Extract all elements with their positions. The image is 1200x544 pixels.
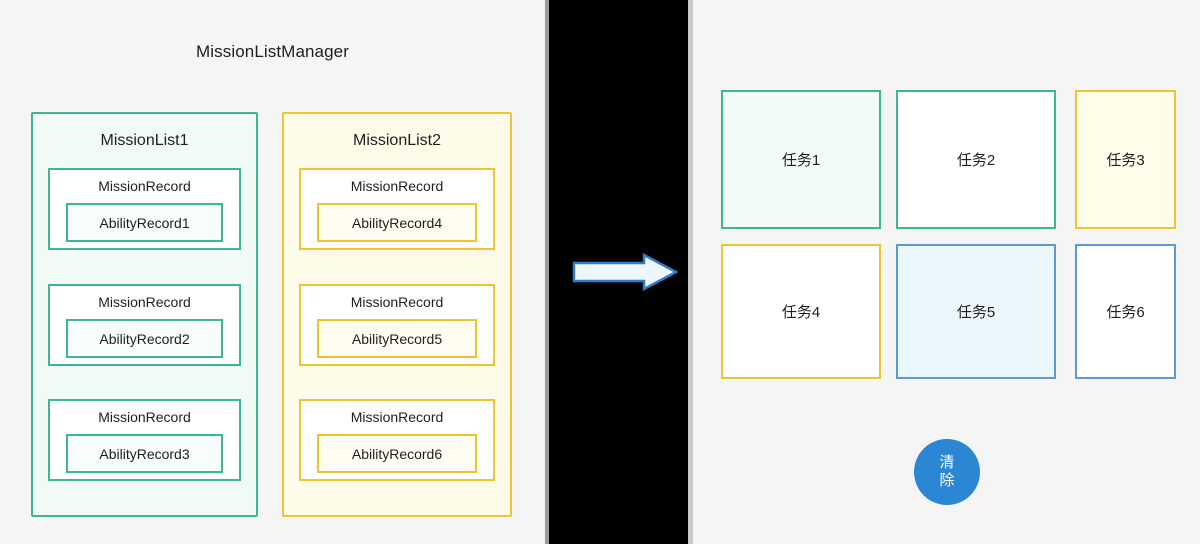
- mission-record-label: MissionRecord: [98, 178, 191, 194]
- mission-list-2-panel: MissionList2 MissionRecord AbilityRecord…: [282, 112, 512, 517]
- mission-list-manager-diagram: MissionListManager MissionList1 MissionR…: [0, 0, 545, 544]
- ability-record: AbilityRecord6: [317, 434, 477, 473]
- mission-record: MissionRecord AbilityRecord2: [48, 284, 241, 366]
- task-card[interactable]: 任务6: [1075, 244, 1176, 379]
- ability-record: AbilityRecord1: [66, 203, 223, 242]
- mission-record-label: MissionRecord: [98, 294, 191, 310]
- page-title: MissionListManager: [196, 42, 349, 61]
- task-card[interactable]: 任务2: [896, 90, 1056, 229]
- ability-record: AbilityRecord5: [317, 319, 477, 358]
- mission-record: MissionRecord AbilityRecord3: [48, 399, 241, 481]
- task-grid-pane: 任务1 任务2 任务3 任务4 任务5 任务6 清 除: [693, 0, 1200, 544]
- mission-record-label: MissionRecord: [350, 409, 444, 425]
- mission-record-label: MissionRecord: [350, 294, 444, 310]
- mission-record: MissionRecord AbilityRecord5: [299, 284, 495, 366]
- clear-button-line-1: 清: [939, 454, 955, 471]
- task-card[interactable]: 任务5: [896, 244, 1056, 379]
- task-card[interactable]: 任务3: [1075, 90, 1176, 229]
- clear-button[interactable]: 清 除: [914, 439, 980, 505]
- mission-list-1-panel: MissionList1 MissionRecord AbilityRecord…: [31, 112, 258, 517]
- mission-record-label: MissionRecord: [350, 178, 444, 194]
- mission-list-2-title: MissionList2: [352, 132, 442, 149]
- mission-record: MissionRecord AbilityRecord6: [299, 399, 495, 481]
- mission-record: MissionRecord AbilityRecord4: [299, 168, 495, 250]
- connector-panel: [545, 0, 693, 544]
- mission-record-label: MissionRecord: [98, 409, 191, 425]
- right-arrow-icon: [572, 252, 679, 292]
- mission-list-1-title: MissionList1: [100, 132, 189, 149]
- ability-record: AbilityRecord3: [66, 434, 223, 473]
- mission-record: MissionRecord AbilityRecord1: [48, 168, 241, 250]
- task-card[interactable]: 任务1: [721, 90, 881, 229]
- task-card[interactable]: 任务4: [721, 244, 881, 379]
- ability-record: AbilityRecord2: [66, 319, 223, 358]
- clear-button-line-2: 除: [939, 472, 955, 489]
- ability-record: AbilityRecord4: [317, 203, 477, 242]
